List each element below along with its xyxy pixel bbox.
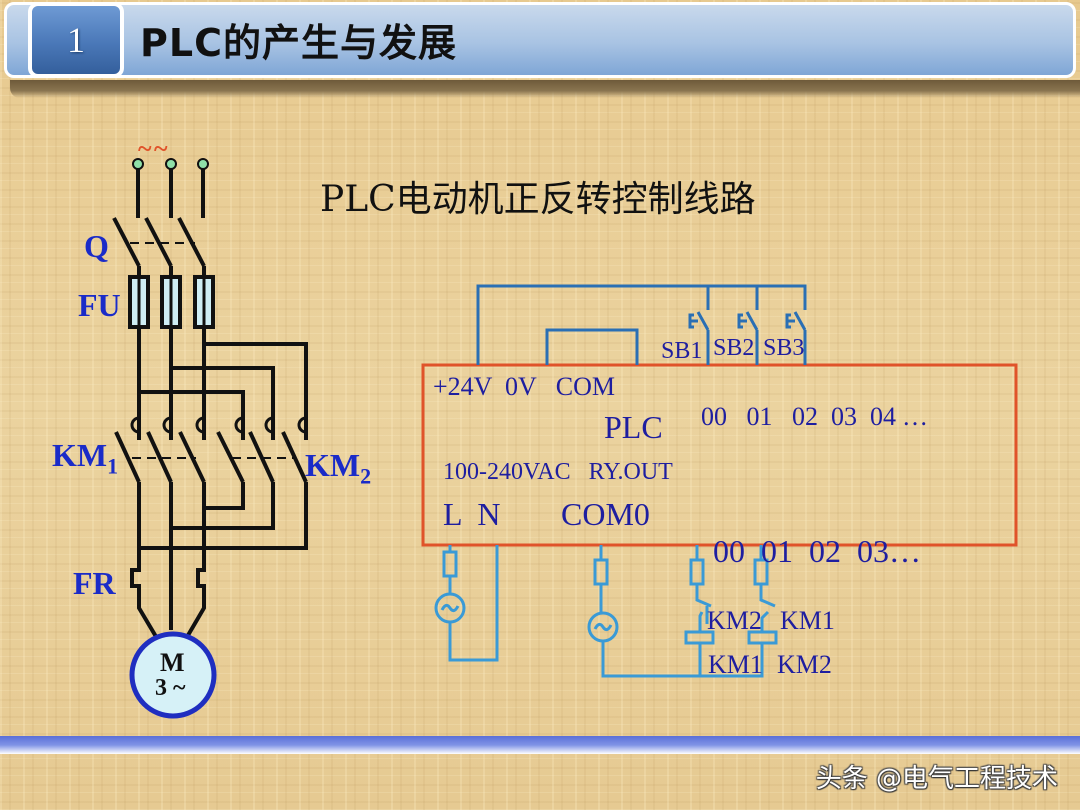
- motor-label-m: M: [160, 648, 185, 677]
- label-km1: KM1: [52, 437, 118, 479]
- section-number-badge: 1: [28, 2, 124, 78]
- label-q: Q: [84, 228, 109, 264]
- header-bar: [4, 2, 1076, 78]
- page-title: PLC的产生与发展: [140, 21, 457, 65]
- q-switch: [112, 217, 206, 277]
- input-ellipsis: …: [902, 402, 928, 431]
- km2-text: KM: [305, 447, 361, 483]
- plc-output-terminals: 00 01 02 03…: [697, 496, 921, 570]
- header-shadow: [10, 80, 1080, 98]
- km1-text: KM: [52, 437, 108, 473]
- main-circuit: [112, 168, 308, 719]
- push-button-label-sb3: SB3: [763, 335, 805, 361]
- diagram-title: PLC电动机正反转控制线路: [320, 179, 756, 220]
- output-ellipsis: …: [889, 533, 921, 569]
- supply-terminal-dots: [132, 158, 209, 170]
- fr-overload: [130, 548, 206, 642]
- coil-label-km2: KM2: [777, 650, 832, 679]
- fuse-l: [442, 550, 458, 578]
- push-button-sb3: [785, 311, 807, 365]
- plc-input-terminals: 00 01 02 03 04…: [688, 372, 928, 432]
- footer-bar: [0, 736, 1080, 754]
- label-fu: FU: [78, 287, 121, 323]
- km2-subscript: 2: [360, 463, 372, 489]
- push-button-sb1: [688, 311, 710, 365]
- interlock-label-km1: KM1: [780, 606, 835, 635]
- push-button-sb2: [737, 311, 759, 365]
- input-wiring: [476, 284, 807, 365]
- fuses: [128, 275, 215, 329]
- push-button-label-sb1: SB1: [661, 338, 703, 364]
- contact-hooks: [130, 416, 307, 434]
- section-number: 1: [67, 20, 85, 60]
- supply-symbol: ~ ~: [138, 134, 168, 163]
- watermark: 头条 @电气工程技术: [815, 764, 1058, 794]
- fuse-com0: [593, 558, 609, 586]
- interlock-label-km2: KM2: [707, 606, 762, 635]
- motor-circle: [129, 631, 217, 719]
- plc-spec: 100-240VAC RY.OUT: [443, 459, 673, 485]
- input-terminal-numbers: 00 01 02 03 04: [701, 402, 896, 431]
- push-button-label-sb2: SB2: [713, 335, 755, 361]
- output-wiring: [434, 545, 778, 678]
- motor-label-3phase: 3 ~: [155, 675, 186, 701]
- km1-subscript: 1: [107, 453, 119, 479]
- label-fr: FR: [73, 565, 116, 601]
- plc-name: PLC: [604, 409, 663, 445]
- plc-box: [421, 363, 1018, 547]
- plc-power-terminals: +24V 0V COM: [433, 372, 616, 401]
- plc-com0-terminal: COM0: [561, 496, 650, 532]
- coil-label-km1: KM1: [708, 650, 763, 679]
- label-km2: KM2: [305, 447, 371, 489]
- plc-l-n-terminals: L N: [443, 496, 501, 532]
- output-terminal-numbers: 00 01 02 03: [713, 533, 889, 569]
- supply-terminals: [136, 168, 205, 218]
